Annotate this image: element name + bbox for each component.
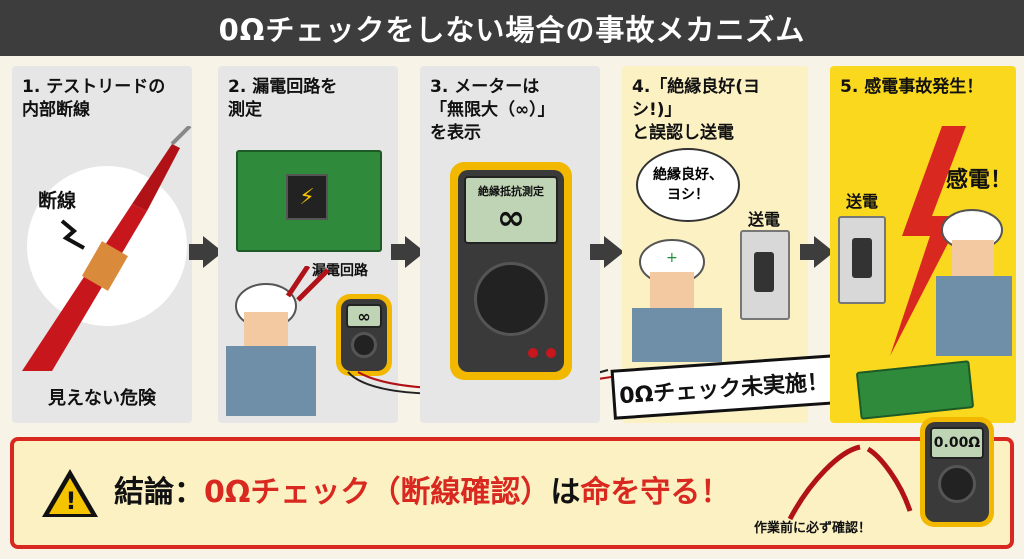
step-3-title: 3. メーターは 「無限大（∞）」 を表示 — [430, 77, 555, 143]
break-label: 断線 — [38, 190, 77, 212]
meter-display-value: ∞ — [496, 198, 526, 238]
speech-bubble: 絶縁良好、 ヨシ！ — [636, 148, 740, 222]
meter-mode-label: 絶縁抵抗測定 — [478, 185, 544, 198]
arrow-right-icon — [800, 236, 834, 268]
conclusion-meter-display: 0.00Ω — [930, 427, 984, 459]
step-panel-5: 5. 感電事故発生！ 送電 感電！ — [830, 66, 1016, 423]
conclusion-end: 命を守る！ — [580, 475, 731, 510]
send-power-label-5: 送電 — [846, 192, 879, 211]
lightning-icon: ⚡ — [286, 174, 328, 220]
step-panel-3: 3. メーターは 「無限大（∞）」 を表示 絶縁抵抗測定 ∞ — [420, 66, 600, 423]
circuit-board-5 — [855, 360, 975, 420]
lightning-bolt-icon — [890, 126, 966, 356]
shocked-worker-illustration — [936, 209, 1012, 356]
step-1-title: 1. テストリードの 内部断線 — [22, 77, 166, 120]
small-meter-display: ∞ — [346, 304, 382, 328]
send-power-label-4: 送電 — [748, 210, 781, 229]
arrow-right-icon — [590, 236, 624, 268]
check-before-work-caption: 作業前に必ず確認！ — [754, 521, 872, 536]
small-multimeter: ∞ — [336, 294, 392, 376]
power-switch-5 — [838, 216, 886, 304]
invisible-danger-label: 見えない危険 — [48, 388, 156, 409]
shock-label: 感電！ — [946, 168, 1013, 193]
large-multimeter: 絶縁抵抗測定 ∞ — [450, 162, 572, 380]
test-leads-illustration — [787, 444, 913, 521]
conclusion-prefix: 結論： — [114, 475, 204, 510]
worker-illustration — [226, 266, 330, 416]
conclusion-multimeter: 0.00Ω — [920, 417, 994, 527]
page-title: 0Ωチェックをしない場合の事故メカニズム — [0, 0, 1024, 56]
svg-text:+: + — [666, 250, 678, 266]
step-panel-1: 1. テストリードの 内部断線 断線 見えない危険 — [12, 66, 192, 423]
test-lead-illustration — [22, 126, 192, 371]
meter-dial — [474, 262, 548, 336]
conclusion-main: 0Ωチェック（断線確認） — [204, 475, 551, 510]
step-panel-2: 2. 漏電回路を 測定 ⚡ 漏電回路 ∞ — [218, 66, 618, 423]
conclusion-text: 結論：0Ωチェック（断線確認）は命を守る！ — [114, 467, 730, 511]
power-switch — [740, 230, 790, 320]
step-4-title: 4.「絶縁良好(ヨシ!)」 と誤認し送電 — [632, 77, 761, 143]
conclusion-box: ! 結論：0Ωチェック（断線確認）は命を守る！ 0.00Ω 作業前に必ず確認！ — [10, 417, 1014, 549]
worker-thumbs-up-illustration: + — [632, 239, 722, 362]
conclusion-middle: は — [550, 475, 581, 510]
step-2-title: 2. 漏電回路を 測定 — [228, 77, 338, 120]
step-5-title: 5. 感電事故発生！ — [840, 77, 984, 97]
circuit-board: ⚡ — [236, 150, 382, 252]
